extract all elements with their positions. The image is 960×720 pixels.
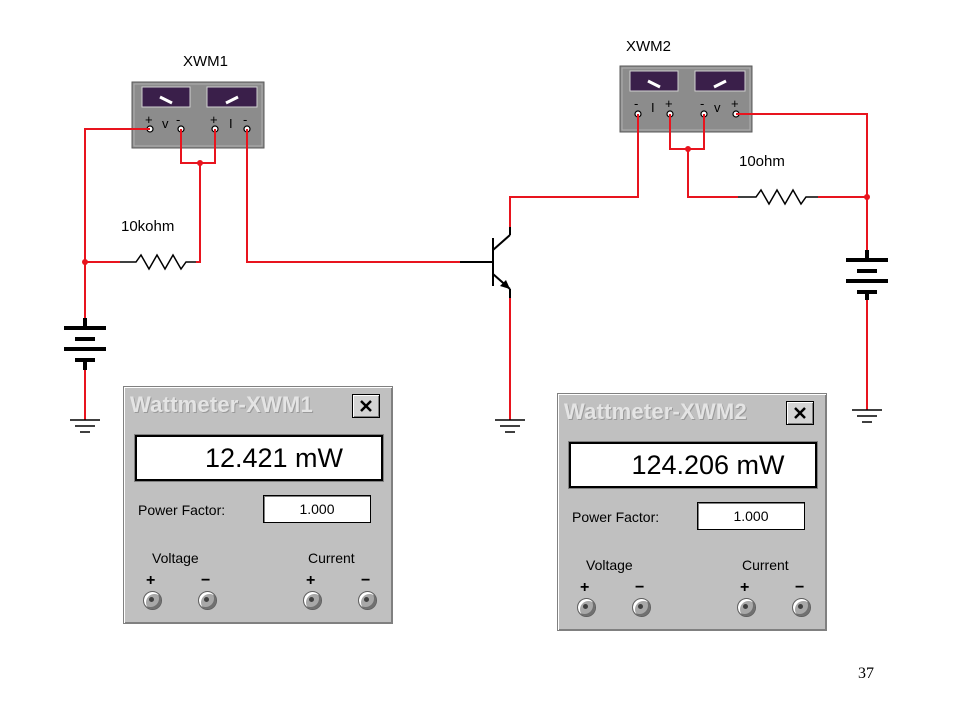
voltage-minus-sign: − (635, 579, 645, 596)
svg-text:v: v (714, 100, 721, 115)
current-minus-sign: − (361, 572, 371, 589)
npn-transistor[interactable] (460, 227, 511, 298)
close-icon (794, 407, 806, 419)
voltage-plus-jack[interactable] (577, 598, 596, 617)
svg-text:-: - (634, 96, 638, 111)
wattmeter-window-xwm1: Wattmeter-XWM1 12.421 mW Power Factor: 1… (123, 386, 393, 624)
voltage-label: Voltage (152, 550, 199, 566)
current-minus-sign: − (795, 579, 805, 596)
battery-right[interactable] (846, 250, 888, 300)
close-button[interactable] (786, 401, 814, 425)
current-plus-jack[interactable] (737, 598, 756, 617)
wattmeter-title: Wattmeter-XWM1 (130, 392, 313, 417)
svg-text:-: - (176, 112, 180, 127)
power-reading-display: 12.421 mW (135, 435, 383, 481)
svg-text:+: + (210, 112, 218, 127)
voltage-label: Voltage (586, 557, 633, 573)
voltage-plus-sign: + (580, 579, 590, 596)
power-factor-label: Power Factor: (138, 502, 226, 518)
svg-text:I: I (229, 116, 233, 131)
resistor-10ohm-label: 10ohm (739, 153, 785, 170)
xwm2-terminal-marks: -I+ -v+ (634, 96, 739, 115)
xwm2-label: XWM2 (626, 38, 671, 55)
svg-text:+: + (665, 96, 673, 111)
resistor-10ohm[interactable] (738, 188, 818, 206)
xwm1-terminal-marks: +v- +I- (145, 112, 247, 131)
ground-middle (495, 419, 525, 433)
voltage-minus-sign: − (201, 572, 211, 589)
svg-text:-: - (243, 112, 247, 127)
power-reading: 12.421 mW (204, 442, 344, 473)
current-label: Current (308, 550, 355, 566)
page-number: 37 (858, 665, 874, 682)
wire-junctions (82, 146, 870, 265)
power-factor-label: Power Factor: (572, 509, 660, 525)
svg-text:+: + (145, 112, 153, 127)
svg-text:I: I (651, 100, 655, 115)
wattmeter-titlebar[interactable]: Wattmeter-XWM1 (126, 389, 390, 421)
voltage-minus-jack[interactable] (632, 598, 651, 617)
svg-text:+: + (731, 96, 739, 111)
voltage-plus-jack[interactable] (143, 591, 162, 610)
circuit-wires (84, 113, 868, 420)
emitter-arrow (500, 280, 510, 289)
resistor-10kohm[interactable] (120, 253, 196, 271)
resistor-10kohm-label: 10kohm (121, 218, 174, 235)
power-factor-value: 1.000 (263, 495, 371, 523)
wattmeter-symbol-xwm2[interactable] (619, 65, 753, 133)
wattmeter-symbol-xwm1[interactable] (131, 81, 265, 149)
battery-left[interactable] (64, 318, 106, 370)
ground-left (70, 419, 100, 433)
wattmeter-window-xwm2: Wattmeter-XWM2 124.206 mW Power Factor: … (557, 393, 827, 631)
ground-right (852, 409, 882, 423)
current-plus-sign: + (740, 579, 750, 596)
close-button[interactable] (352, 394, 380, 418)
xwm1-label: XWM1 (183, 53, 228, 70)
current-label: Current (742, 557, 789, 573)
close-icon (360, 400, 372, 412)
current-minus-jack[interactable] (792, 598, 811, 617)
power-factor-value: 1.000 (697, 502, 805, 530)
wattmeter-titlebar[interactable]: Wattmeter-XWM2 (560, 396, 824, 428)
power-reading-display: 124.206 mW (569, 442, 817, 488)
wattmeter-title: Wattmeter-XWM2 (564, 399, 747, 424)
current-minus-jack[interactable] (358, 591, 377, 610)
power-reading: 124.206 mW (631, 449, 785, 480)
svg-text:-: - (700, 96, 704, 111)
current-plus-jack[interactable] (303, 591, 322, 610)
voltage-minus-jack[interactable] (198, 591, 217, 610)
voltage-plus-sign: + (146, 572, 156, 589)
current-plus-sign: + (306, 572, 316, 589)
svg-text:v: v (162, 116, 169, 131)
